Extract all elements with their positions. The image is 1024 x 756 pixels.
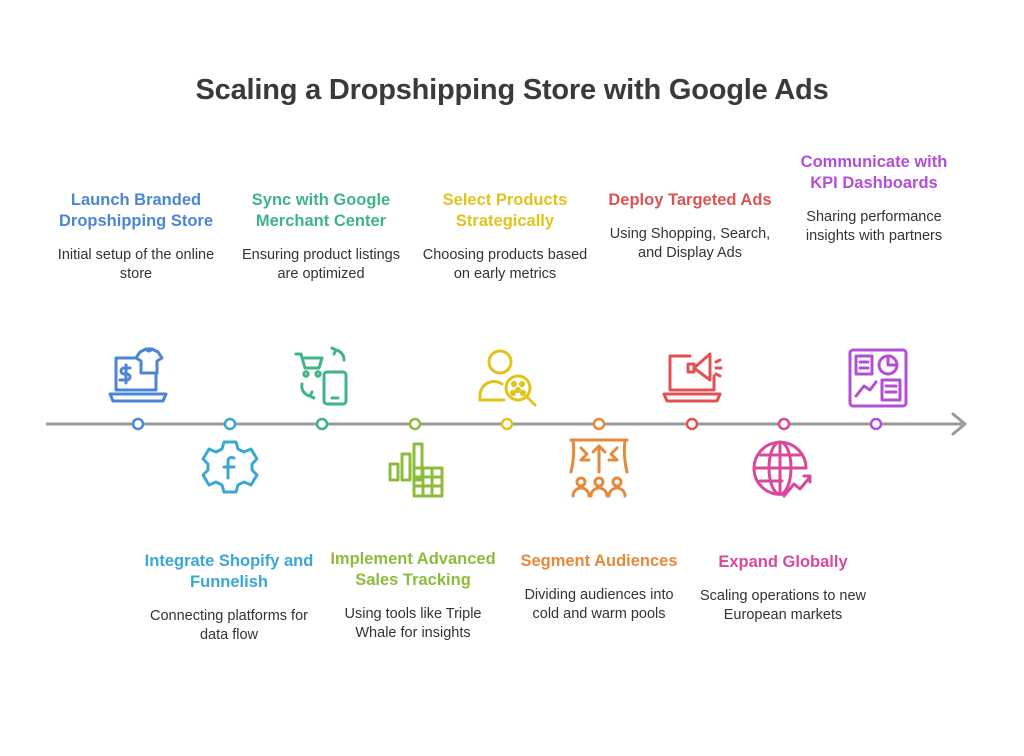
step-2: Integrate Shopify and Funnelish Connecti… bbox=[144, 551, 314, 645]
person-magnifier-icon bbox=[476, 344, 540, 408]
step-7-title: Deploy Targeted Ads bbox=[608, 191, 772, 209]
globe-growth-icon bbox=[752, 438, 816, 502]
timeline-marker-4 bbox=[408, 417, 422, 431]
dashboard-icon bbox=[846, 344, 910, 408]
laptop-megaphone-icon bbox=[660, 344, 724, 408]
step-8: Expand Globally Scaling operations to ne… bbox=[698, 552, 868, 625]
step-7: Deploy Targeted Ads Using Shopping, Sear… bbox=[605, 190, 775, 263]
step-2-desc: Connecting platforms for data flow bbox=[150, 608, 308, 643]
diagram-title: Scaling a Dropshipping Store with Google… bbox=[195, 74, 829, 106]
timeline-marker-5 bbox=[500, 417, 514, 431]
step-5-desc: Choosing products based on early metrics bbox=[422, 247, 588, 282]
step-3: Sync with Google Merchant Center Ensurin… bbox=[236, 190, 406, 284]
step-9: Communicate with KPI Dashboards Sharing … bbox=[789, 152, 959, 246]
step-1-title: Launch Branded Dropshipping Store bbox=[59, 191, 213, 230]
step-5: Select Products Strategically Choosing p… bbox=[420, 190, 590, 284]
step-1-desc: Initial setup of the online store bbox=[57, 247, 215, 282]
step-4: Implement Advanced Sales Tracking Using … bbox=[328, 549, 498, 643]
timeline-marker-2 bbox=[223, 417, 237, 431]
step-8-title: Expand Globally bbox=[718, 553, 848, 571]
timeline-marker-9 bbox=[869, 417, 883, 431]
step-6-title: Segment Audiences bbox=[520, 552, 678, 570]
step-2-title: Integrate Shopify and Funnelish bbox=[144, 552, 314, 591]
step-5-title: Select Products Strategically bbox=[442, 191, 568, 230]
step-6-desc: Dividing audiences into cold and warm po… bbox=[524, 587, 674, 622]
laptop-store-icon bbox=[106, 344, 170, 408]
timeline-marker-3 bbox=[315, 417, 329, 431]
timeline-marker-8 bbox=[777, 417, 791, 431]
step-8-desc: Scaling operations to new European marke… bbox=[699, 588, 867, 623]
timeline-marker-6 bbox=[592, 417, 606, 431]
bar-chart-table-icon bbox=[384, 438, 448, 502]
step-3-title: Sync with Google Merchant Center bbox=[251, 191, 391, 230]
timeline-marker-1 bbox=[131, 417, 145, 431]
step-3-desc: Ensuring product listings are optimized bbox=[242, 247, 400, 282]
step-4-desc: Using tools like Triple Whale for insigh… bbox=[344, 606, 482, 641]
gear-f-icon bbox=[198, 436, 262, 500]
timeline-arrowhead bbox=[951, 412, 967, 436]
step-9-title: Communicate with KPI Dashboards bbox=[800, 153, 948, 192]
step-6: Segment Audiences Dividing audiences int… bbox=[514, 551, 684, 624]
step-1: Launch Branded Dropshipping Store Initia… bbox=[51, 190, 221, 284]
step-7-desc: Using Shopping, Search, and Display Ads bbox=[609, 226, 771, 261]
audience-split-icon bbox=[567, 436, 631, 500]
step-9-desc: Sharing performance insights with partne… bbox=[805, 209, 943, 244]
cart-phone-sync-icon bbox=[292, 344, 356, 408]
timeline-marker-7 bbox=[685, 417, 699, 431]
step-4-title: Implement Advanced Sales Tracking bbox=[330, 550, 496, 589]
